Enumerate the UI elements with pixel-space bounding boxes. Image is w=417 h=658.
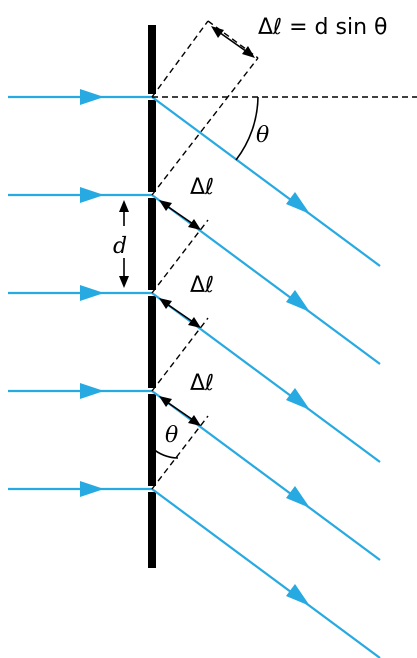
delta-l-label-3: Δℓ [190, 371, 214, 396]
delta-l-arrow-1 [159, 200, 201, 230]
theta-arc-top [235, 96, 259, 161]
diffracted-ray-2 [151, 194, 381, 365]
incident-ray-3 [8, 285, 152, 301]
diffracted-rays [151, 96, 381, 658]
wavefront-line-3 [151, 317, 209, 392]
incident-rays [8, 89, 152, 497]
construction-lines [151, 20, 417, 490]
incident-ray-2 [8, 187, 152, 203]
wavefront-line-2 [151, 219, 209, 294]
wavefront-line-1 [151, 57, 259, 196]
perp-line-top [151, 20, 209, 98]
theta-arc-bottom [151, 447, 179, 459]
diffracted-ray-1 [151, 96, 381, 267]
theta-top-label: θ [256, 123, 269, 148]
incident-ray-4 [8, 383, 152, 399]
d-spacing-arrow [119, 200, 129, 288]
delta-l-formula-label: Δℓ = d sin θ [258, 15, 388, 40]
theta-bottom-label: θ [165, 423, 178, 448]
incident-ray-1 [8, 89, 152, 105]
delta-l-arrow-2 [159, 298, 201, 328]
delta-l-arrow-3 [159, 396, 201, 426]
d-spacing-label: d [113, 234, 127, 259]
delta-l-label-1: Δℓ [190, 175, 214, 200]
delta-l-label-2: Δℓ [190, 273, 214, 298]
delta-l-arrow-top [211, 26, 255, 58]
diffracted-ray-4 [151, 390, 381, 561]
diffracted-ray-5 [151, 488, 381, 658]
incident-ray-5 [8, 481, 152, 497]
diffracted-ray-3 [151, 292, 381, 463]
wavefront-line-4 [151, 415, 209, 490]
